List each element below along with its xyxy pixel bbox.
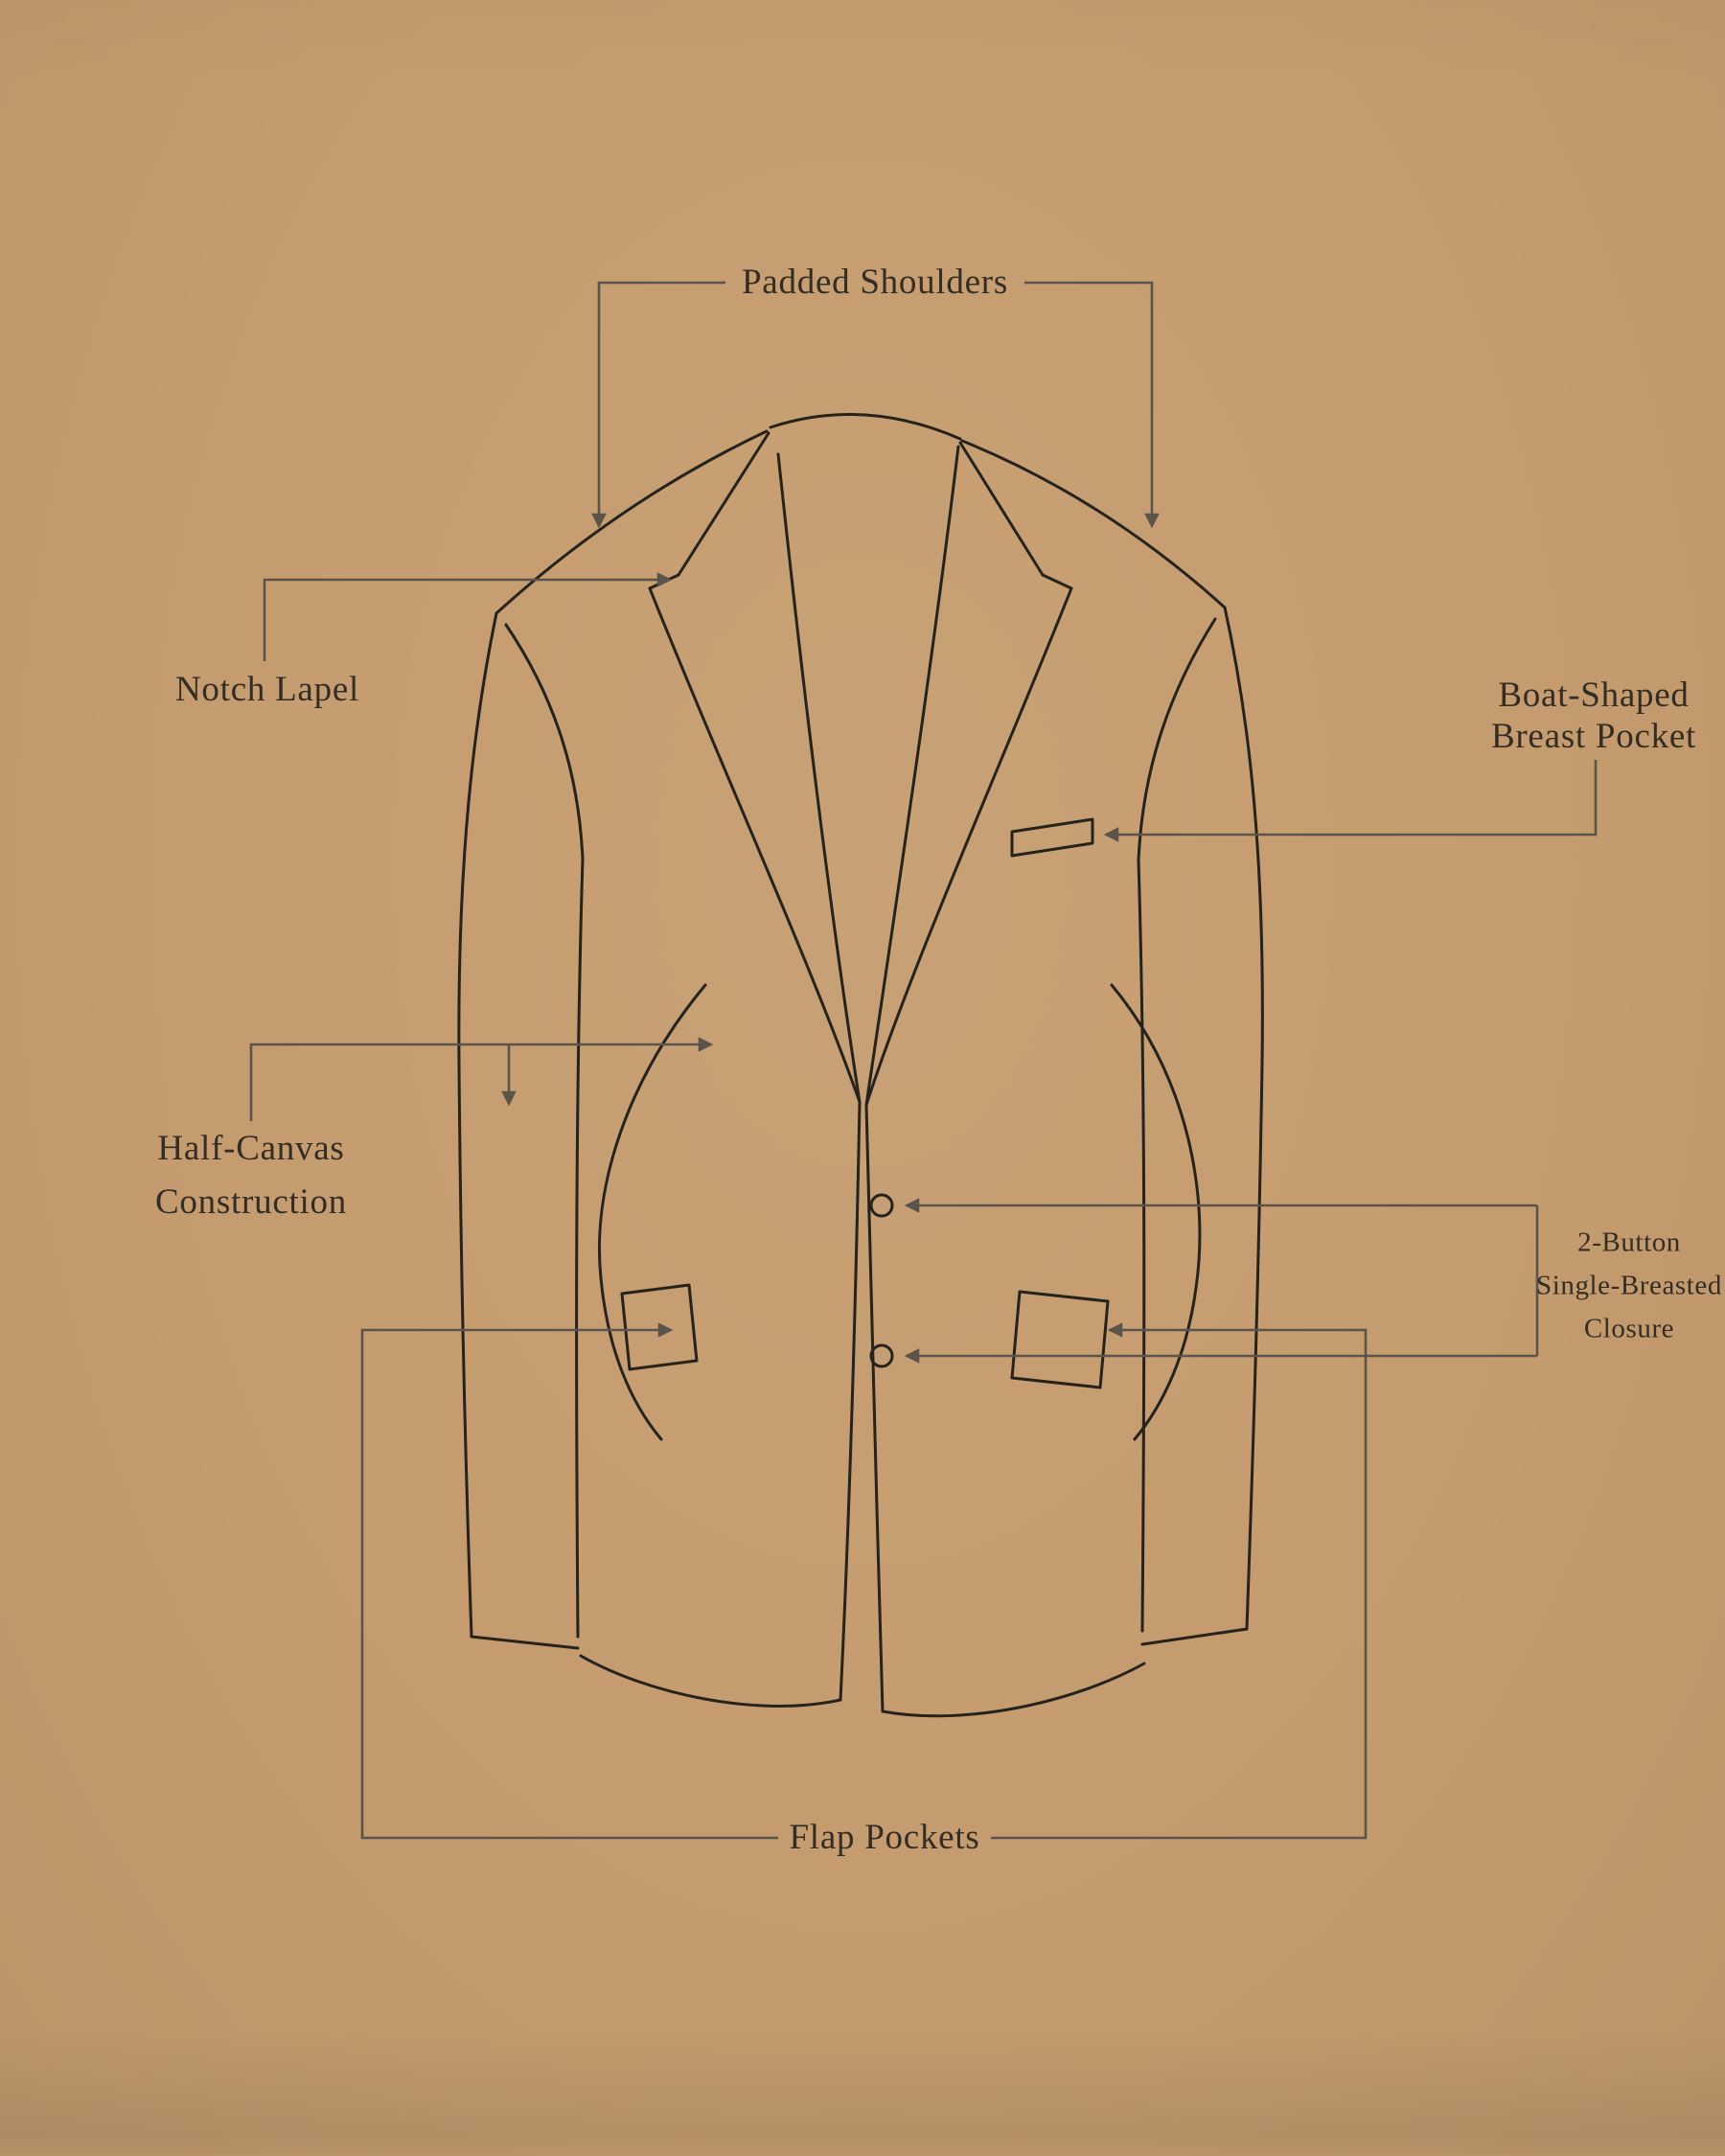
right-chest-seam: [1110, 983, 1202, 1441]
label-flap-pockets-text: Flap Pockets: [789, 1817, 980, 1857]
label-breast-pocket-line1: Boat-Shaped: [1498, 676, 1690, 715]
right-shoulder-seam: [960, 439, 1227, 609]
leader-padded-shoulders-right: [1024, 281, 1160, 529]
label-breast-pocket: Boat-Shaped Breast Pocket: [1491, 675, 1696, 757]
left-front-edge: [839, 1100, 862, 1702]
left-sleeve-inner: [575, 857, 585, 1639]
left-collar-edge: [677, 431, 770, 577]
label-two-button-closure: 2-Button Single-Breasted Closure: [1536, 1222, 1722, 1351]
left-lapel-edge: [648, 586, 862, 1104]
jacket-outline: [457, 413, 1264, 1718]
top-button: [869, 1193, 894, 1218]
label-two-button-line2: Single-Breasted: [1536, 1270, 1722, 1301]
left-lapel-roll-line: [776, 452, 862, 1104]
label-half-canvas: Half-Canvas Construction: [155, 1122, 347, 1229]
label-two-button-line3: Closure: [1583, 1313, 1675, 1344]
left-shoulder-seam: [494, 429, 769, 615]
left-chest-seam: [597, 983, 707, 1441]
label-notch-lapel: Notch Lapel: [175, 668, 359, 712]
leader-flap-pockets-right: [991, 1322, 1368, 1840]
right-cuff-line: [1140, 1627, 1249, 1646]
right-sleeve-outer: [1223, 606, 1264, 1631]
leader-half-canvas: [249, 1037, 714, 1121]
leader-breast-pocket: [1103, 760, 1598, 842]
right-lapel-edge: [864, 586, 1073, 1107]
leader-lines: [249, 281, 1598, 1840]
label-flap-pockets: Flap Pockets: [789, 1816, 979, 1860]
bottom-button: [869, 1343, 894, 1368]
collar-curve: [769, 413, 962, 441]
right-flap-pocket: [1010, 1290, 1110, 1389]
leader-notch-lapel: [263, 572, 673, 661]
right-notch-tick: [1041, 573, 1073, 590]
right-hem: [881, 1662, 1146, 1718]
leader-flap-pockets-left: [360, 1322, 778, 1840]
label-half-canvas-line1: Half-Canvas: [157, 1129, 345, 1168]
right-front-edge: [864, 1103, 885, 1713]
breast-pocket: [1010, 817, 1094, 858]
label-padded-shoulders: Padded Shoulders: [742, 261, 1008, 305]
right-lapel-roll-line: [864, 445, 960, 1107]
left-sleeve-outer: [457, 611, 498, 1639]
label-breast-pocket-line2: Breast Pocket: [1490, 717, 1697, 756]
left-flap-pocket: [620, 1283, 699, 1371]
left-armhole-seam: [504, 623, 585, 860]
label-half-canvas-line2: Construction: [154, 1182, 348, 1222]
left-cuff-line: [470, 1635, 580, 1650]
leader-padded-shoulders-left: [591, 281, 725, 529]
left-notch-tick: [648, 573, 680, 590]
label-two-button-line1: 2-Button: [1577, 1227, 1681, 1258]
right-sleeve-inner: [1137, 859, 1146, 1633]
label-notch-lapel-text: Notch Lapel: [174, 669, 360, 709]
right-collar-edge: [958, 441, 1045, 577]
right-armhole-seam: [1137, 617, 1217, 862]
left-hem: [579, 1654, 842, 1708]
label-padded-shoulders-text: Padded Shoulders: [741, 262, 1009, 302]
